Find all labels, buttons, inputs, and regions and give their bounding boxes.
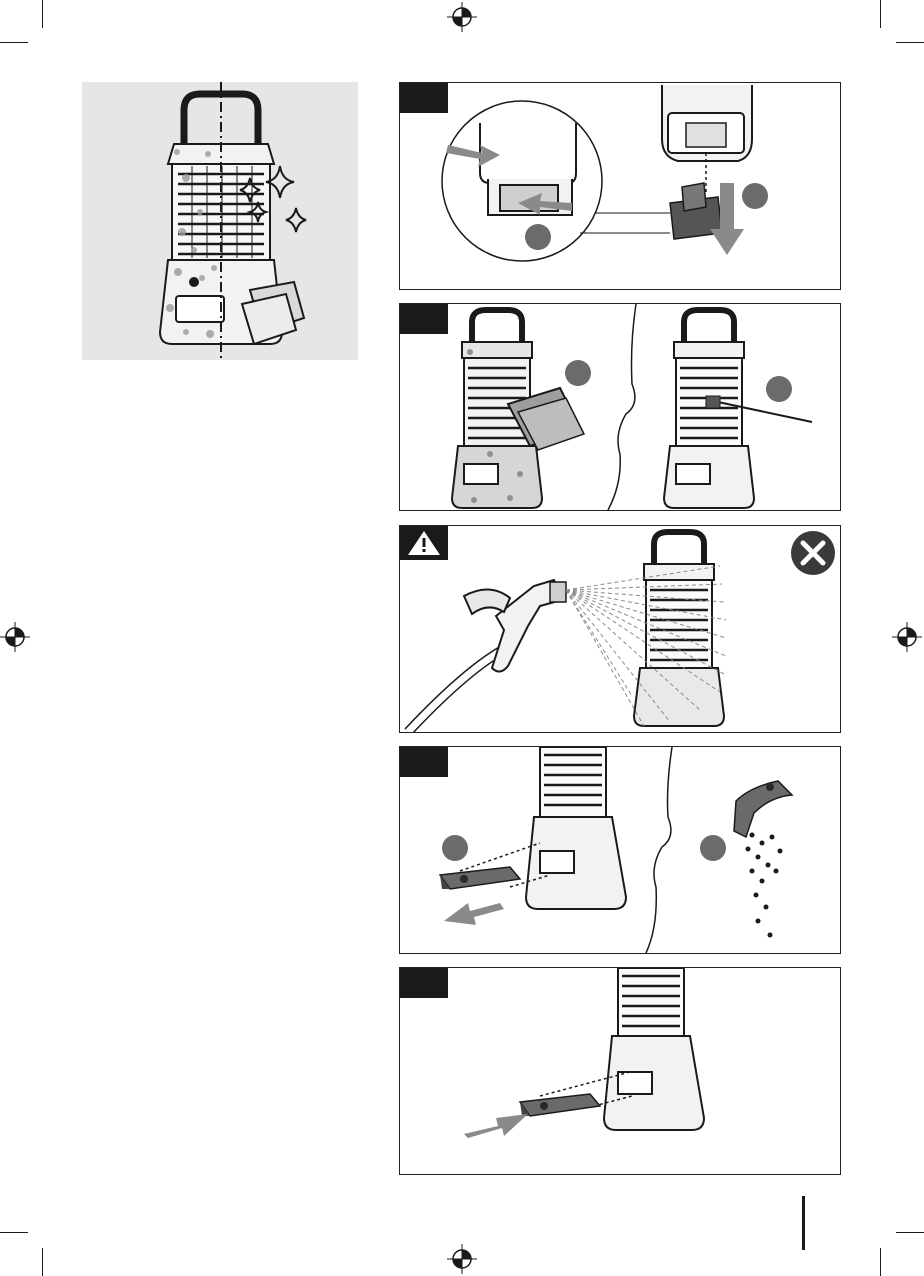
step-badge-2 — [742, 183, 768, 209]
registration-mark-right-icon — [892, 622, 922, 652]
step-badge-2 — [766, 376, 792, 402]
figure-warning-no-water — [399, 525, 841, 733]
crop-mark-tl-v — [42, 0, 43, 28]
registration-mark-left-icon — [0, 622, 30, 652]
step-tab — [400, 304, 448, 334]
insects-icon — [746, 833, 783, 938]
lantern-icon — [634, 532, 724, 726]
prohibited-x-icon — [791, 531, 835, 575]
figure-clean-overview — [82, 82, 358, 360]
crop-mark-br-h — [896, 1232, 924, 1233]
step-badge-1 — [442, 835, 468, 861]
page-number-bar — [802, 1196, 805, 1250]
registration-mark-top-icon — [447, 2, 477, 32]
lantern-icon — [604, 968, 704, 1130]
warning-icon — [400, 526, 448, 560]
figure-step-remove-bottom — [399, 82, 841, 290]
crop-mark-tl-h — [0, 42, 28, 43]
arrow-left-icon — [444, 903, 504, 925]
crop-mark-tr-h — [896, 42, 924, 43]
crop-mark-tr-v — [880, 0, 881, 28]
warning-tab — [400, 526, 448, 560]
figure-step-remove-tray — [399, 746, 841, 954]
crop-mark-bl-h — [0, 1232, 28, 1233]
lantern-icon — [82, 82, 358, 360]
arrow-right-icon — [464, 1114, 528, 1138]
figure-step-reinsert-tray — [399, 967, 841, 1175]
hose-nozzle-icon — [408, 580, 566, 732]
tray-icon — [520, 1094, 600, 1116]
crop-mark-bl-v — [42, 1248, 43, 1276]
lantern-icon — [664, 310, 754, 508]
registration-mark-bottom-icon — [447, 1244, 477, 1274]
figure-step-wipe-brush — [399, 303, 841, 511]
tray-icon — [734, 781, 792, 837]
lantern-base-icon — [662, 85, 752, 193]
crop-mark-br-v — [880, 1248, 881, 1276]
lantern-icon — [526, 747, 626, 909]
step-tab — [400, 968, 448, 998]
step-badge-1 — [525, 224, 551, 250]
step-badge-1 — [565, 360, 591, 386]
tray-icon — [440, 867, 520, 889]
step-badge-2 — [700, 835, 726, 861]
step-tab — [400, 747, 448, 777]
cloth-icon — [242, 282, 304, 344]
step-tab — [400, 83, 448, 113]
